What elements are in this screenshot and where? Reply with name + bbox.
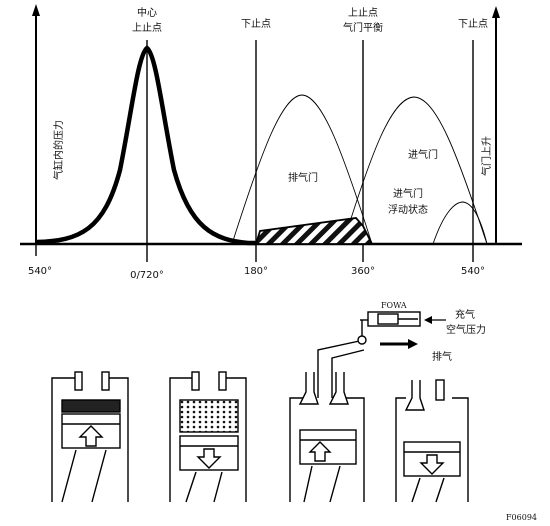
piston-stage-2 xyxy=(169,371,247,503)
x-tick-label-360: 360° xyxy=(351,266,375,277)
bdc-label-1: 下止点 xyxy=(241,18,271,30)
right-axis-label: 气门上升 xyxy=(480,136,493,176)
stage2-connecting-rod xyxy=(185,471,223,503)
stage3-connecting-rod xyxy=(303,465,341,503)
stage3-piston xyxy=(299,429,357,465)
stage3-valve-right xyxy=(328,372,349,405)
center-tdc-label-2: 上止点 xyxy=(132,22,162,34)
piston-stage-1 xyxy=(51,371,129,503)
exhaust-valve-lift-curve xyxy=(231,94,373,245)
bdc-label-2: 下止点 xyxy=(458,18,488,30)
stage2-piston xyxy=(179,435,239,471)
stage4-down-arrow-icon xyxy=(419,454,445,475)
center-tdc-label-1: 中心 xyxy=(137,6,157,19)
stage1-valve-left xyxy=(74,371,83,391)
intake-float-label-1: 进气门 xyxy=(393,187,423,200)
figure-code: F06094 xyxy=(506,513,537,522)
stage1-connecting-rod xyxy=(61,449,107,503)
tdc-label-2: 气门平衡 xyxy=(343,21,383,34)
stage2-valve-left xyxy=(191,371,200,391)
stage4-cylinder xyxy=(395,397,469,502)
intake-float-label-2: 浮动状态 xyxy=(388,203,428,216)
stage3-up-arrow-icon xyxy=(308,441,332,462)
stage2-air-charge xyxy=(179,399,239,433)
piston-stage-3 xyxy=(289,339,365,503)
stage3-exhaust-duct xyxy=(317,339,365,398)
stage2-down-arrow-icon xyxy=(196,448,222,469)
piston-stage-4 xyxy=(395,379,469,503)
stage1-valve-right xyxy=(101,371,110,391)
stage1-cylinder xyxy=(51,377,129,502)
stage3-valve-left xyxy=(298,372,319,405)
x-tick-label-0-720: 0/720° xyxy=(130,270,164,281)
stage1-piston xyxy=(61,413,121,449)
stage4-connecting-rod xyxy=(411,477,445,503)
x-tick-label-540-right: 540° xyxy=(461,266,485,277)
stage3-cylinder xyxy=(289,397,365,502)
piston-stages xyxy=(51,311,469,503)
charge-air-label-2: 空气压力 xyxy=(446,323,486,336)
y-axis-label: 气缸内的压力 xyxy=(52,120,65,180)
stage4-piston xyxy=(403,441,461,477)
pressure-chart: 气缸内的压力 气门上升 中心 上止点 下止点 上止点 气门平衡 下止点 排气门 … xyxy=(20,4,522,281)
intake-valve-lift-curve xyxy=(342,96,488,245)
tdc-label-1: 上止点 xyxy=(348,7,378,19)
stage1-up-arrow-icon xyxy=(78,425,104,447)
stage2-cylinder xyxy=(169,377,247,502)
stage2-valve-right xyxy=(218,371,227,391)
intake-valve-label: 进气门 xyxy=(408,148,438,161)
y-axis-arrow xyxy=(32,4,40,16)
x-tick-label-180: 180° xyxy=(244,266,268,277)
exhaust-label: 排气 xyxy=(432,350,452,363)
stage4-valve-right xyxy=(435,379,445,401)
right-axis-arrow xyxy=(492,6,500,18)
fowa-assembly xyxy=(357,311,446,349)
exhaust-valve-label: 排气门 xyxy=(288,171,318,184)
x-tick-label-540-left: 540° xyxy=(28,266,52,277)
stage4-valve-left xyxy=(404,380,425,411)
intake-float-curve xyxy=(432,201,488,245)
cylinder-pressure-curve xyxy=(35,45,256,246)
fowa-label: FOWA xyxy=(381,301,407,310)
stage1-combustion-gas xyxy=(61,399,121,413)
exhaust-blowdown-area xyxy=(254,217,374,245)
charge-air-label-1: 充气 xyxy=(455,308,475,321)
fowa-line-joint xyxy=(357,335,367,345)
